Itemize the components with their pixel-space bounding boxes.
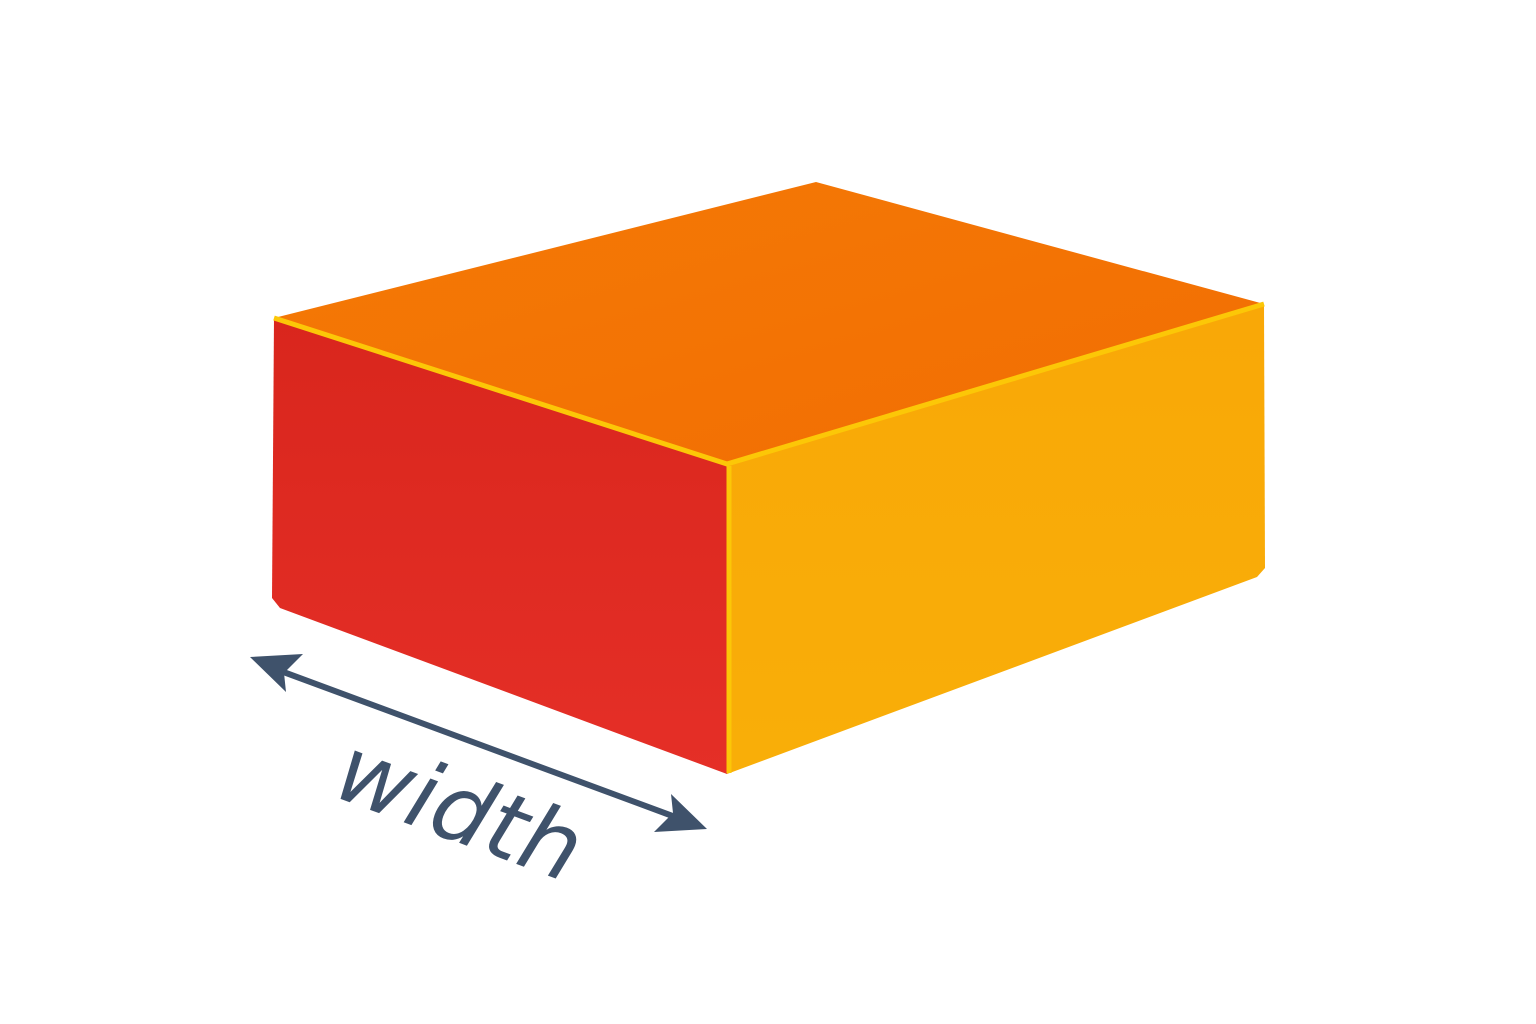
arrow-head-right	[654, 794, 707, 832]
box-top-face	[274, 182, 1264, 464]
box-left-face	[272, 318, 727, 774]
arrow-shaft	[275, 667, 681, 821]
width-label: width	[322, 715, 597, 903]
box-right-face	[727, 304, 1265, 774]
arrow-head-left	[250, 654, 303, 692]
width-dimension-arrow	[250, 654, 707, 832]
box-top-front-edge	[273, 301, 1265, 467]
rectangular-box	[272, 182, 1265, 774]
